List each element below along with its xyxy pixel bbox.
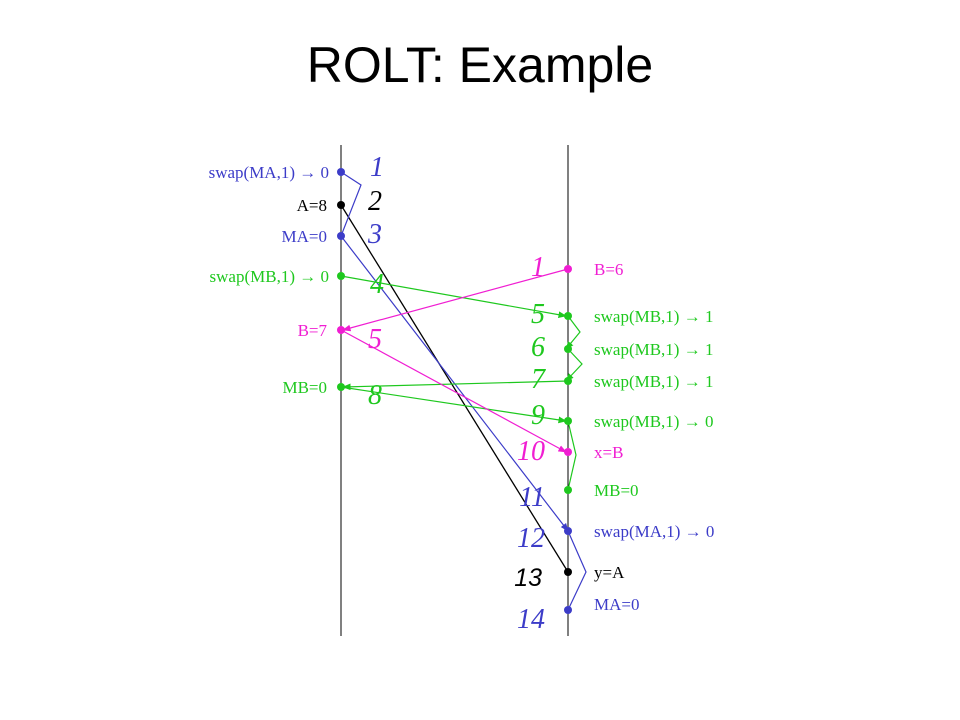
edge-green-swapmb-to-mb0 — [342, 380, 569, 391]
left-event-label: MB=0 — [282, 378, 327, 397]
left-timestamp: 2 — [368, 186, 382, 217]
right-timestamp: 12 — [517, 523, 545, 554]
right-event-label: swap(MA,1) → 0 — [594, 522, 714, 541]
left-timestamp: 1 — [370, 152, 384, 183]
right-event-label: B=6 — [594, 260, 623, 279]
right-timestamp: 7 — [531, 364, 546, 395]
event-dot-left — [337, 383, 345, 391]
event-dot-left — [337, 201, 345, 209]
right-event-label: MB=0 — [594, 481, 639, 500]
event-dot-left — [337, 272, 345, 280]
left-timestamp: 5 — [368, 324, 382, 355]
left-event-label: MA=0 — [282, 227, 327, 246]
event-dot-right — [564, 606, 572, 614]
edge-black-a8-to-ya — [340, 204, 569, 573]
right-timestamp: 1 — [531, 252, 545, 283]
right-timestamp: 10 — [517, 436, 545, 467]
right-event-label: swap(MB,1) → 0 — [594, 412, 713, 431]
edge-magenta-b7-to-xb — [340, 329, 567, 453]
event-dot-left — [337, 168, 345, 176]
left-event-label: A=8 — [297, 196, 327, 215]
event-dot-right — [564, 377, 572, 385]
right-timestamp: 5 — [531, 299, 545, 330]
event-dot-right — [564, 345, 572, 353]
left-timestamp: 8 — [368, 380, 382, 411]
right-event-label: x=B — [594, 443, 623, 462]
event-dot-right — [564, 568, 572, 576]
right-timestamp: 13 — [514, 564, 542, 592]
right-timestamp: 14 — [517, 604, 545, 635]
edge-green-chain-7 — [565, 348, 583, 382]
event-dot-left — [337, 232, 345, 240]
event-dot-left — [337, 326, 345, 334]
right-timestamp: 11 — [519, 482, 545, 513]
edge-green-swapmb-to-swapmb1 — [340, 275, 567, 318]
event-dot-right — [564, 486, 572, 494]
left-timestamp: 4 — [370, 269, 384, 300]
right-event-label: swap(MB,1) → 1 — [594, 307, 713, 326]
event-dot-right — [564, 527, 572, 535]
right-event-label: MA=0 — [594, 595, 639, 614]
right-timestamp: 9 — [531, 400, 545, 431]
slide-title: ROLT: Example — [306, 37, 654, 93]
event-dot-right — [564, 417, 572, 425]
left-event-label: swap(MB,1) → 0 — [210, 267, 329, 286]
event-dot-right — [564, 448, 572, 456]
edge-green-mb0-to-swapmb0 — [340, 386, 567, 424]
edge-green-chain-6 — [565, 315, 581, 350]
edge-blue-swapma-to-ma0 — [567, 530, 587, 611]
event-dot-right — [564, 265, 572, 273]
edge-green-swapmb0-to-mb0 — [567, 420, 577, 491]
right-event-label: swap(MB,1) → 1 — [594, 372, 713, 391]
right-event-label: swap(MB,1) → 1 — [594, 340, 713, 359]
event-dot-right — [564, 312, 572, 320]
left-event-label: swap(MA,1) → 0 — [209, 163, 329, 182]
right-timestamp: 6 — [531, 332, 545, 363]
left-event-label: B=7 — [298, 321, 328, 340]
edge-magenta-b6-to-b7 — [342, 268, 569, 332]
right-event-label: y=A — [594, 563, 625, 582]
left-timestamp: 3 — [367, 219, 382, 250]
